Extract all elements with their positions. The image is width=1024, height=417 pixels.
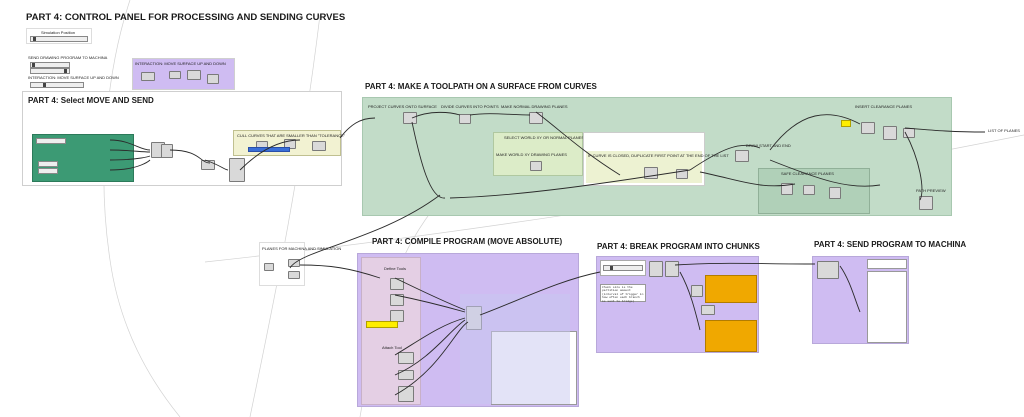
simulation-label: Simulation Position <box>41 30 76 35</box>
orange-panel <box>705 320 757 352</box>
duplicate-group: IF CURVE IS CLOSED, DUPLICATE FIRST POIN… <box>586 151 729 183</box>
interaction-group: INTERACTION: MOVE SURFACE UP AND DOWN <box>132 58 235 90</box>
toolpath-group: PROJECT CURVES ONTO SURFACE DIVIDE CURVE… <box>362 97 952 216</box>
toolpath-label: MAKE WORLD XY DRAWING PLANES <box>496 152 567 157</box>
node[interactable] <box>644 167 658 179</box>
node[interactable] <box>169 71 181 79</box>
node[interactable] <box>288 259 300 267</box>
node[interactable] <box>735 150 749 162</box>
status-panel <box>867 259 907 269</box>
toolpath-label: IF CURVE IS CLOSED, DUPLICATE FIRST POIN… <box>588 153 729 158</box>
group-title: PART 4: Select MOVE AND SEND <box>28 96 154 105</box>
interaction-label: INTERACTION: MOVE SURFACE UP AND DOWN <box>28 75 119 80</box>
yellow-param[interactable] <box>841 120 851 127</box>
cull-group: CULL CURVES THAT ARE SMALLER THAN "TOLER… <box>233 130 345 156</box>
select-move-send-group: PART 4: Select MOVE AND SEND CULL CURVES… <box>22 91 345 186</box>
toolpath-title: PART 4: MAKE A TOOLPATH ON A SURFACE FRO… <box>365 82 597 91</box>
input-slider[interactable] <box>38 161 58 167</box>
toolpath-label: INSERT CLEARANCE PLANES <box>855 104 912 109</box>
chunk-note: Chunk size is the partition amount (inte… <box>602 286 644 303</box>
node[interactable] <box>403 112 417 124</box>
break-title: PART 4: BREAK PROGRAM INTO CHUNKS <box>597 242 760 251</box>
node[interactable] <box>803 185 815 195</box>
node[interactable] <box>459 114 471 124</box>
output-label: LIST OF PLANES <box>988 128 1020 133</box>
node[interactable] <box>264 263 274 271</box>
node[interactable] <box>701 305 715 315</box>
node[interactable] <box>649 261 663 277</box>
input-slider[interactable] <box>38 168 58 174</box>
simulation-slider-group: Simulation Position <box>26 28 92 44</box>
compile-label: Define Tools <box>384 266 406 271</box>
send-label: SEND DRAWING PROGRAM TO MACHINA <box>28 55 108 60</box>
node[interactable] <box>390 278 404 290</box>
break-group: Chunk size is the partition amount (inte… <box>596 256 759 353</box>
node[interactable] <box>398 352 414 364</box>
node[interactable] <box>207 74 219 84</box>
node[interactable] <box>201 160 215 170</box>
node[interactable] <box>398 386 414 402</box>
page-title: PART 4: CONTROL PANEL FOR PROCESSING AND… <box>26 12 346 23</box>
node[interactable] <box>691 285 703 297</box>
input-block <box>32 134 134 182</box>
tool-column: Define Tools Attach Tool <box>361 257 421 405</box>
interaction-group-title: INTERACTION: MOVE SURFACE UP AND DOWN <box>135 61 226 66</box>
toolpath-label: SELECT WORLD XY OR NORMAL PLANES <box>504 135 584 140</box>
node[interactable] <box>919 196 933 210</box>
planes-sim-title: PLANES FOR MACHINA AND SIMULATION <box>262 246 342 251</box>
send-group <box>812 256 909 344</box>
node[interactable] <box>829 187 841 199</box>
node[interactable] <box>665 261 679 277</box>
chunk-slider-panel <box>600 260 646 276</box>
node[interactable] <box>398 370 414 380</box>
node[interactable] <box>288 271 300 279</box>
node[interactable] <box>530 161 542 171</box>
node[interactable] <box>529 112 543 124</box>
cull-note: CULL CURVES THAT ARE SMALLER THAN "TOLER… <box>237 133 346 138</box>
yellow-param[interactable] <box>366 321 398 328</box>
toolpath-label: DIVIDE CURVES INTO POINTS <box>441 104 499 109</box>
send-title: PART 4: SEND PROGRAM TO MACHINA <box>814 240 967 249</box>
input-slider[interactable] <box>36 138 66 144</box>
compile-label: Attach Tool <box>382 345 402 350</box>
tolerance-slider[interactable] <box>248 147 290 152</box>
orange-panel <box>705 275 757 303</box>
output-backdrop <box>460 294 570 404</box>
node[interactable] <box>141 72 155 81</box>
chunk-slider[interactable] <box>603 265 643 271</box>
node[interactable] <box>676 169 688 179</box>
toolpath-label: DRAW START AND END <box>746 143 791 148</box>
node[interactable] <box>883 126 897 140</box>
simulation-slider[interactable] <box>30 36 88 42</box>
compile-title: PART 4: COMPILE PROGRAM (MOVE ABSOLUTE) <box>372 237 563 246</box>
interaction-slider[interactable] <box>30 82 84 88</box>
node[interactable] <box>861 122 875 134</box>
toolpath-label: PATH PREVIEW <box>916 188 946 193</box>
plane-select-group: SELECT WORLD XY OR NORMAL PLANES MAKE WO… <box>493 132 584 176</box>
toolpath-label: MAKE NORMAL DRAWING PLANES <box>501 104 568 109</box>
chunk-note-panel: Chunk size is the partition amount (inte… <box>600 284 646 303</box>
toolpath-label: SAFE CLEARANCE PLANES <box>781 171 834 176</box>
compile-group: Define Tools Attach Tool <box>357 253 579 407</box>
node[interactable] <box>229 158 245 182</box>
toolpath-label: PROJECT CURVES ONTO SURFACE <box>368 104 437 109</box>
send-toggle[interactable] <box>30 62 70 68</box>
node[interactable] <box>161 144 173 158</box>
node[interactable] <box>903 128 915 138</box>
node[interactable] <box>312 141 326 151</box>
node[interactable] <box>187 70 201 80</box>
node[interactable] <box>390 294 404 306</box>
planes-sim-group: PLANES FOR MACHINA AND SIMULATION <box>259 242 341 286</box>
white-panel: IF CURVE IS CLOSED, DUPLICATE FIRST POIN… <box>583 132 729 186</box>
node[interactable] <box>817 261 839 279</box>
log-panel <box>867 271 907 343</box>
node[interactable] <box>781 183 793 195</box>
send-toggle-2[interactable] <box>30 68 70 74</box>
clearance-group: SAFE CLEARANCE PLANES <box>758 168 870 214</box>
